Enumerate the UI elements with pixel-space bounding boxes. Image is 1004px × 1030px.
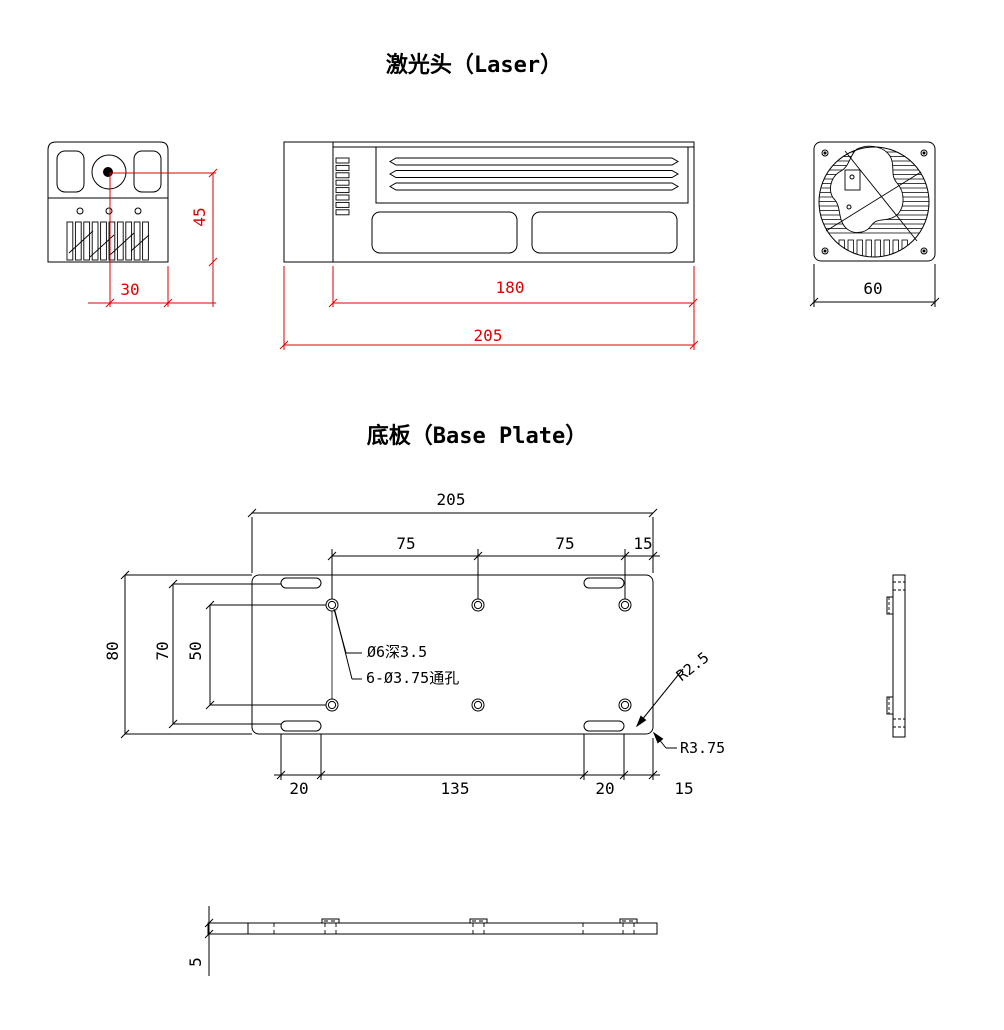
laser-fan-dimensions bbox=[809, 264, 940, 307]
laser-front-view bbox=[47, 141, 169, 263]
dim-plate-total-205: 205 bbox=[436, 490, 466, 509]
dim-fan-60: 60 bbox=[863, 279, 883, 298]
dim-hole-span-right-75: 75 bbox=[555, 534, 575, 553]
base-plate-top-view bbox=[251, 574, 654, 735]
dim-slot-span-70: 70 bbox=[153, 641, 172, 661]
laser-side-view bbox=[283, 141, 695, 263]
fan-blades bbox=[830, 145, 904, 233]
note-counterbore: Ø6深3.5 bbox=[367, 643, 428, 661]
laser-fan-view bbox=[813, 141, 936, 262]
dim-hole-rows-50: 50 bbox=[186, 641, 205, 661]
laser-front-heatsink-fins bbox=[66, 221, 150, 261]
base-plate-bottom-view bbox=[204, 906, 658, 976]
dim-laser-total-205: 205 bbox=[473, 326, 503, 345]
dim-laser-offset-30: 30 bbox=[120, 280, 140, 299]
laser-side-connector-teeth bbox=[335, 157, 350, 216]
note-through-hole: 6-Ø3.75通孔 bbox=[366, 669, 460, 687]
dim-laser-height-45: 45 bbox=[190, 207, 209, 227]
dim-tab-span-135: 135 bbox=[440, 779, 470, 798]
dim-edge-bottom-15: 15 bbox=[674, 779, 694, 798]
dim-thickness-5: 5 bbox=[186, 957, 205, 967]
dim-tab-left-20: 20 bbox=[289, 779, 309, 798]
base-plate-title: 底板（Base Plate） bbox=[366, 424, 588, 449]
base-plate-leaders bbox=[333, 608, 684, 749]
dim-plate-width-80: 80 bbox=[103, 641, 122, 661]
laser-front-dimensions bbox=[88, 168, 218, 308]
base-plate-side-view bbox=[886, 574, 906, 738]
dim-hole-span-left-75: 75 bbox=[396, 534, 416, 553]
base-plate-dimensions bbox=[120, 508, 660, 780]
dim-laser-body-180: 180 bbox=[495, 278, 525, 297]
mounting-holes bbox=[325, 598, 632, 712]
note-corner-radius: R3.75 bbox=[680, 739, 726, 757]
dim-tab-right-20: 20 bbox=[595, 779, 615, 798]
laser-head-title: 激光头（Laser） bbox=[385, 53, 563, 78]
dim-edge-top-15: 15 bbox=[633, 534, 653, 553]
laser-side-dimensions bbox=[279, 266, 699, 350]
